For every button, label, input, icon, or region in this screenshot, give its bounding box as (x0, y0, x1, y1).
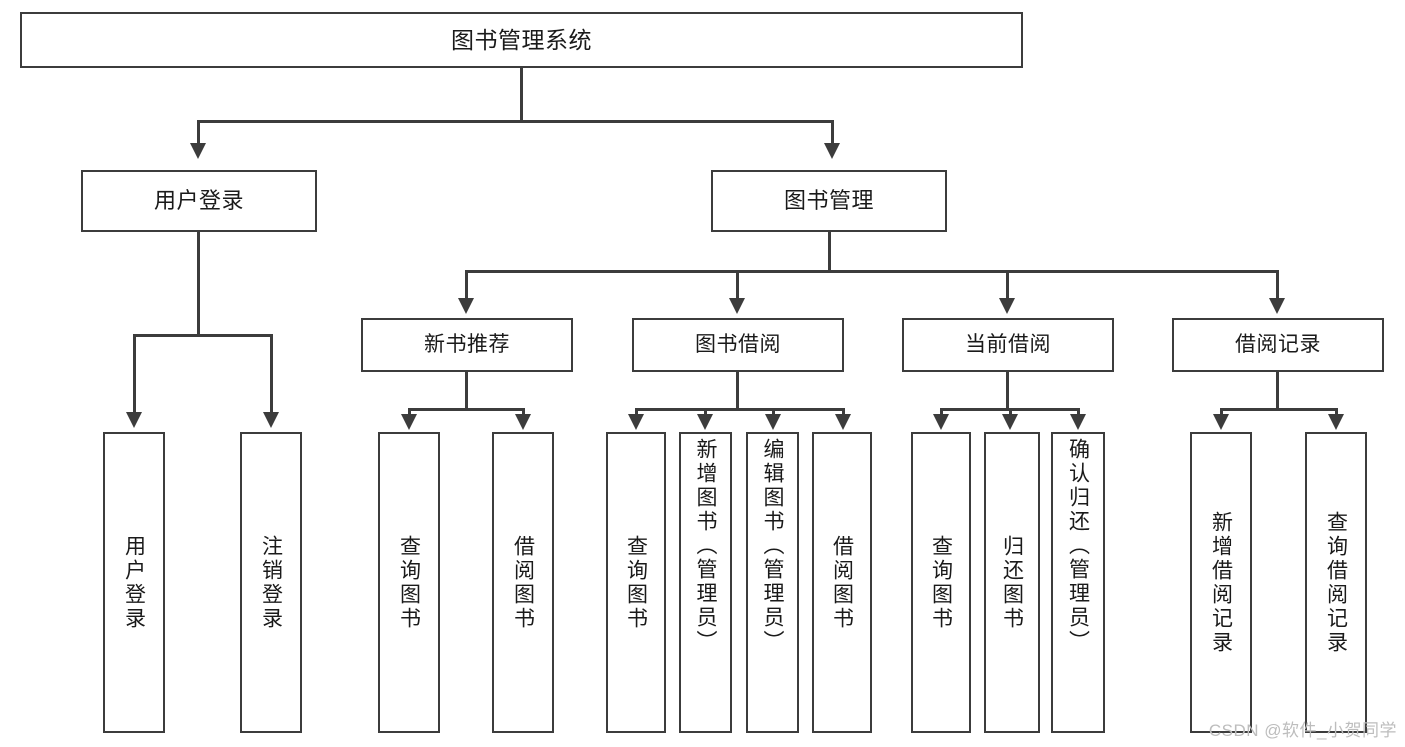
node-book-management[interactable]: 图书管理 (711, 170, 947, 232)
arrowhead-new-book-recommend (458, 298, 474, 314)
connector-to-new-book-recommend (465, 270, 468, 300)
connector-nbr-leaf-2 (522, 408, 525, 416)
leaf-label: 编辑图书（管理员） (761, 438, 784, 654)
arrowhead-cb-leaf-2 (1002, 414, 1018, 430)
leaf-book-borrow-edit-book-admin[interactable]: 编辑图书（管理员） (746, 432, 799, 733)
arrowhead-cb-leaf-3 (1070, 414, 1086, 430)
leaf-label: 新增借阅记录 (1209, 510, 1233, 655)
connector-new-book-recommend-stem (465, 372, 468, 410)
arrowhead-br-leaf-2 (1328, 414, 1344, 430)
connector-to-current-borrow (1006, 270, 1009, 300)
leaf-book-borrow-add-book-admin[interactable]: 新增图书（管理员） (679, 432, 732, 733)
leaf-label: 确认归还（管理员） (1066, 438, 1090, 654)
arrowhead-current-borrow (999, 298, 1015, 314)
connector-borrow-record-bus (1220, 408, 1338, 411)
node-new-book-recommend[interactable]: 新书推荐 (361, 318, 573, 372)
arrowhead-borrow-record (1269, 298, 1285, 314)
connector-book-management-bus (465, 270, 1279, 273)
connector-book-management-stem (828, 232, 831, 272)
connector-user-login-stem (197, 232, 200, 336)
arrowhead-bb-leaf-4 (835, 414, 851, 430)
arrowhead-br-leaf-1 (1213, 414, 1229, 430)
leaf-label: 注销登录 (259, 534, 283, 631)
leaf-new-book-borrow-book[interactable]: 借阅图书 (492, 432, 554, 733)
leaf-user-login-logout[interactable]: 注销登录 (240, 432, 302, 733)
connector-bb-leaf-3 (772, 408, 775, 416)
leaf-borrow-record-add-record[interactable]: 新增借阅记录 (1190, 432, 1252, 733)
connector-user-login-to-leaf-2 (270, 334, 273, 414)
leaf-book-borrow-borrow-book[interactable]: 借阅图书 (812, 432, 872, 733)
connector-br-leaf-2 (1335, 408, 1338, 416)
connector-to-book-borrow (736, 270, 739, 300)
connector-current-borrow-stem (1006, 372, 1009, 410)
leaf-label: 新增图书（管理员） (694, 438, 717, 654)
connector-book-borrow-stem (736, 372, 739, 410)
arrowhead-nbr-leaf-1 (401, 414, 417, 430)
arrowhead-to-user-login (190, 143, 206, 159)
arrowhead-nbr-leaf-2 (515, 414, 531, 430)
connector-root-bus (197, 120, 834, 123)
arrowhead-bb-leaf-1 (628, 414, 644, 430)
node-book-borrow[interactable]: 图书借阅 (632, 318, 844, 372)
connector-cb-leaf-1 (940, 408, 943, 416)
connector-br-leaf-1 (1220, 408, 1223, 416)
connector-bb-leaf-1 (635, 408, 638, 416)
leaf-label: 查询借阅记录 (1324, 510, 1348, 655)
node-label: 图书管理 (783, 188, 874, 214)
leaf-book-borrow-query-book[interactable]: 查询图书 (606, 432, 666, 733)
connector-bb-leaf-4 (842, 408, 845, 416)
node-label: 借阅记录 (1235, 332, 1321, 356)
leaf-label: 归还图书 (1000, 534, 1024, 631)
connector-nbr-leaf-1 (408, 408, 411, 416)
connector-to-borrow-record (1276, 270, 1279, 300)
leaf-current-borrow-confirm-return-admin[interactable]: 确认归还（管理员） (1051, 432, 1105, 733)
connector-user-login-bus (133, 334, 273, 337)
arrowhead-bb-leaf-3 (765, 414, 781, 430)
arrowhead-user-login-leaf-1 (126, 412, 142, 428)
leaf-label: 借阅图书 (830, 534, 854, 631)
connector-borrow-record-stem (1276, 372, 1279, 410)
leaf-borrow-record-query-record[interactable]: 查询借阅记录 (1305, 432, 1367, 733)
node-label: 新书推荐 (424, 332, 510, 356)
connector-new-book-recommend-bus (408, 408, 525, 411)
node-user-login[interactable]: 用户登录 (81, 170, 317, 232)
connector-root-to-user-login (197, 120, 200, 145)
arrowhead-to-book-management (824, 143, 840, 159)
connector-cb-leaf-2 (1009, 408, 1012, 416)
arrowhead-bb-leaf-2 (697, 414, 713, 430)
connector-book-borrow-bus (635, 408, 845, 411)
node-book-management-system[interactable]: 图书管理系统 (20, 12, 1023, 68)
arrowhead-book-borrow (729, 298, 745, 314)
connector-user-login-to-leaf-1 (133, 334, 136, 414)
leaf-new-book-query-book[interactable]: 查询图书 (378, 432, 440, 733)
connector-cb-leaf-3 (1077, 408, 1080, 416)
connector-root-to-book-management (831, 120, 834, 145)
arrowhead-cb-leaf-1 (933, 414, 949, 430)
leaf-label: 查询图书 (624, 534, 648, 631)
leaf-label: 用户登录 (122, 534, 146, 631)
leaf-label: 借阅图书 (511, 534, 535, 631)
node-label: 当前借阅 (965, 332, 1051, 356)
connector-bb-leaf-2 (704, 408, 707, 416)
leaf-current-borrow-return-book[interactable]: 归还图书 (984, 432, 1040, 733)
node-borrow-record[interactable]: 借阅记录 (1172, 318, 1384, 372)
node-current-borrow[interactable]: 当前借阅 (902, 318, 1114, 372)
leaf-label: 查询图书 (929, 534, 953, 631)
leaf-user-login-login[interactable]: 用户登录 (103, 432, 165, 733)
node-label: 图书借阅 (695, 332, 781, 356)
leaf-label: 查询图书 (397, 534, 421, 631)
arrowhead-user-login-leaf-2 (263, 412, 279, 428)
node-label: 用户登录 (153, 188, 244, 214)
connector-root-stem (520, 68, 523, 120)
node-label: 图书管理系统 (451, 26, 592, 53)
leaf-current-borrow-query-book[interactable]: 查询图书 (911, 432, 971, 733)
